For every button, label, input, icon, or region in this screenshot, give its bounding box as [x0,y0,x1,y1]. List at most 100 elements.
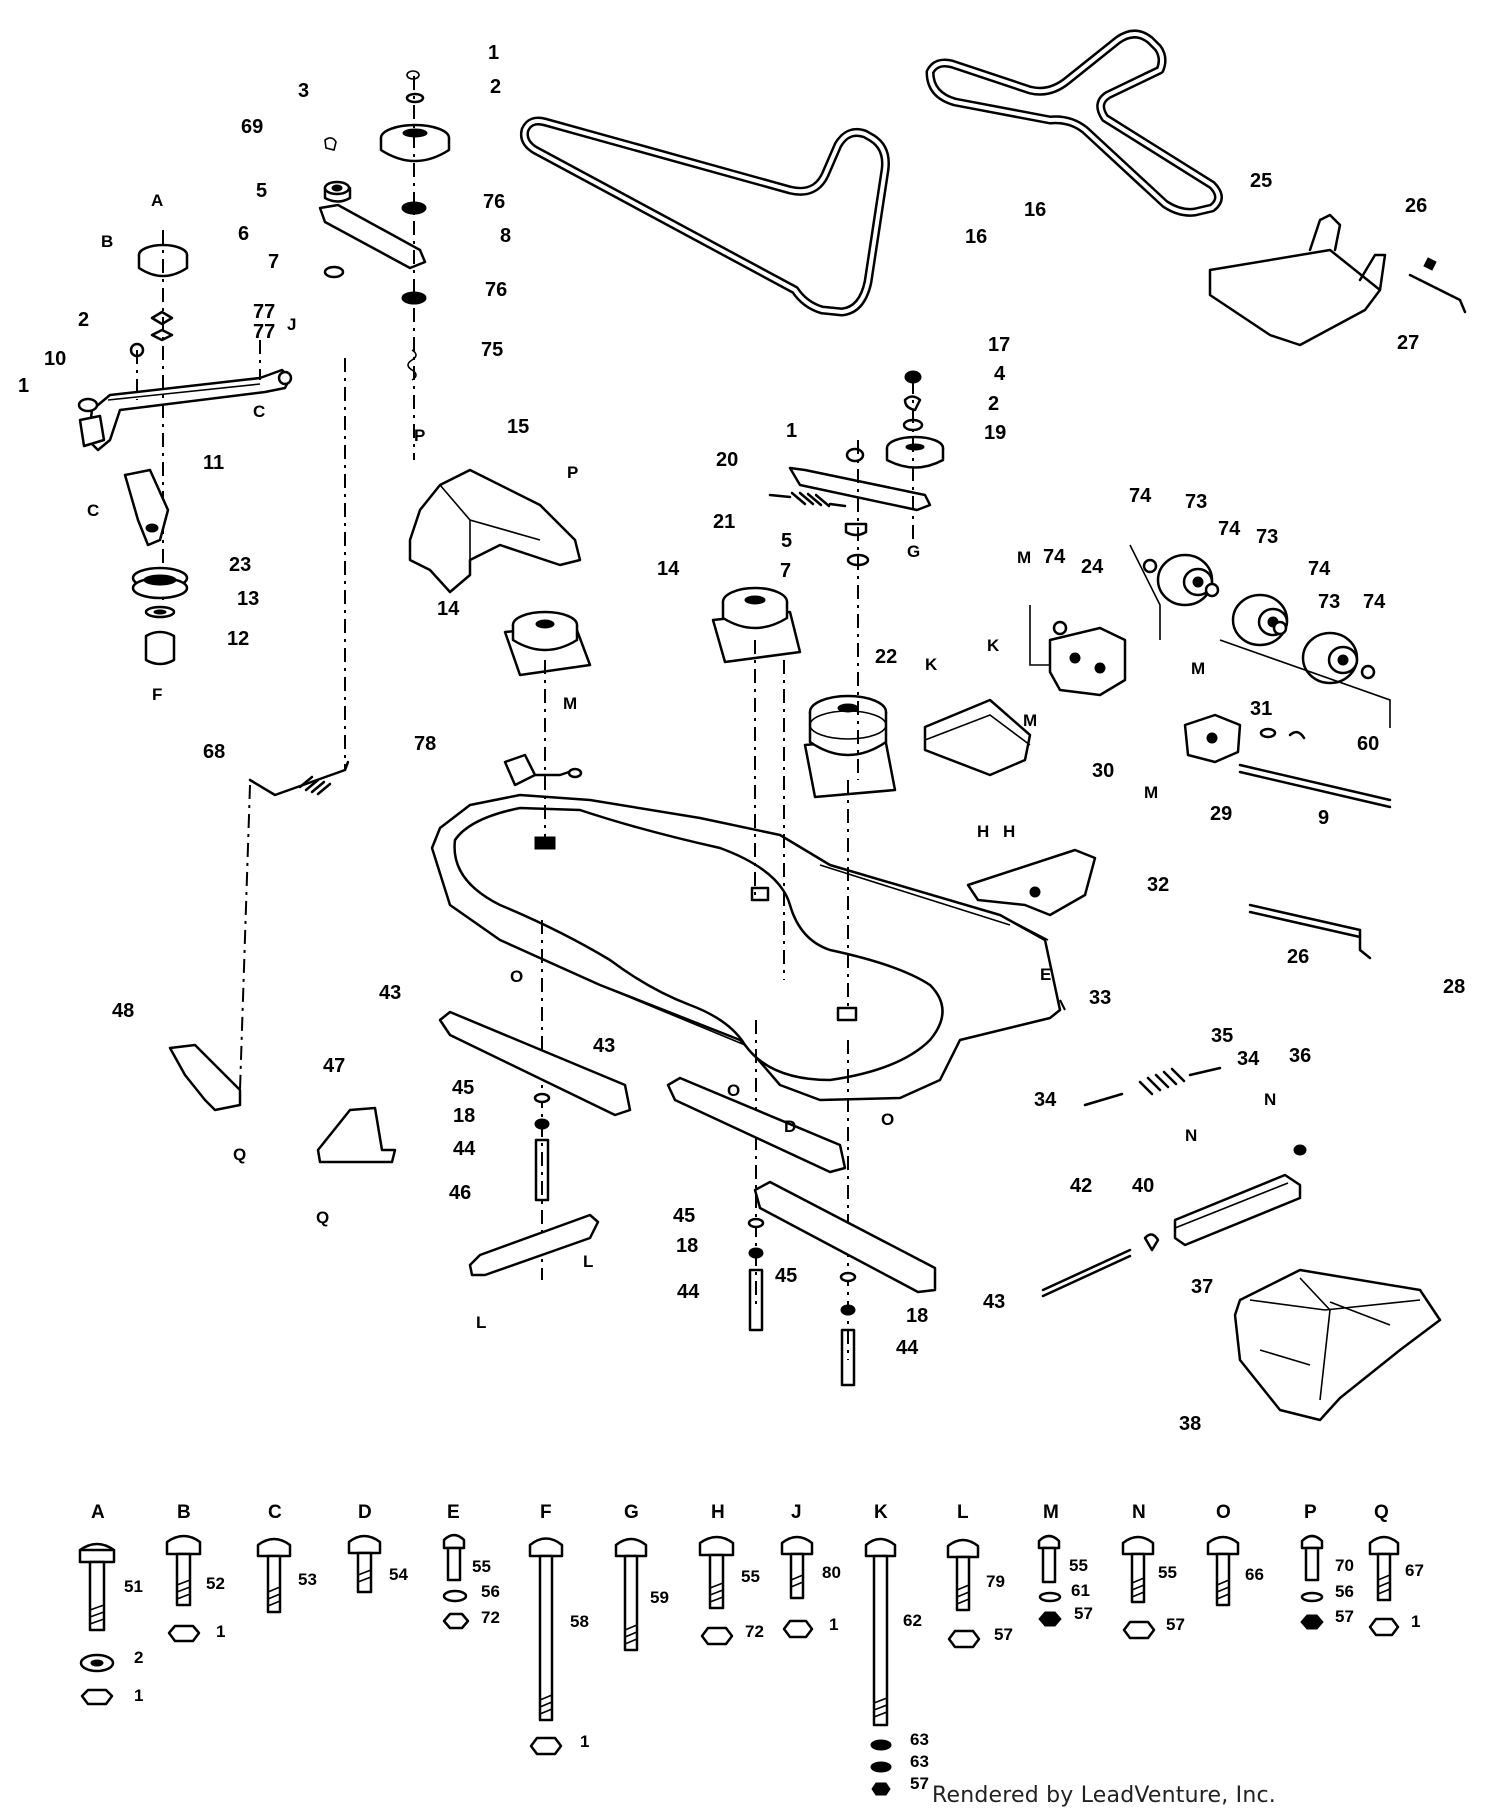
ref-letter-m: M [563,694,577,713]
axle-9 [1238,763,1392,802]
callout-47: 47 [323,1055,345,1077]
washer-31 [1259,727,1277,739]
callout-31: 31 [1250,698,1272,720]
callout-40: 40 [1132,1175,1154,1197]
ref-letter-l: L [583,1252,593,1271]
callout-43: 43 [593,1035,615,1057]
deck-lift-arm-10 [78,368,293,452]
ref-letter-d: D [784,1117,796,1136]
belt-16-right [925,29,1223,217]
callout-45: 45 [673,1205,695,1227]
hardware-bolt-q [1368,1535,1400,1637]
credit-text: Rendered by LeadVenture, Inc. [932,1783,1276,1808]
idler-arm-20 [788,466,932,512]
discharge-chute-38 [1233,1268,1442,1422]
hardware-part-66: 66 [1245,1565,1264,1584]
hardware-part-53: 53 [298,1570,317,1589]
hardware-header-l: L [957,1502,969,1523]
callout-73: 73 [1318,591,1340,613]
hardware-bolt-a [78,1542,116,1706]
ref-letter-e: E [1040,965,1051,984]
bracket-11 [123,468,170,547]
hardware-bolt-p [1300,1534,1324,1630]
spindle-14-left [503,610,592,677]
hardware-bolt-b [165,1534,202,1643]
hardware-part-56: 56 [481,1582,500,1601]
rod-27 [1408,273,1467,314]
hardware-part-57: 57 [1074,1604,1093,1623]
ref-letter-c: C [253,402,265,421]
gauge-wheel-73-c [1301,631,1359,685]
callout-26: 26 [1405,195,1427,217]
spring-35 [1138,1067,1186,1096]
callout-17: 17 [988,334,1010,356]
hardware-part-57: 57 [910,1774,929,1793]
ref-letter-b: B [101,232,113,251]
hardware-part-55: 55 [1158,1563,1177,1582]
hardware-bolt-d [347,1534,382,1594]
callout-26: 26 [1287,946,1309,968]
belt-16-left [520,116,890,317]
callout-14: 14 [657,558,680,580]
callout-6: 6 [238,223,249,245]
callout-36: 36 [1289,1045,1311,1067]
callout-29: 29 [1210,803,1232,825]
hardware-part-1: 1 [216,1622,225,1641]
rod-28 [1248,903,1372,960]
ref-letter-a: A [151,191,163,210]
hardware-part-51: 51 [124,1577,143,1596]
hardware-bolt-m [1037,1534,1062,1627]
callout-38: 38 [1179,1413,1201,1435]
wheel-bracket-24 [1048,626,1127,697]
clip-40 [1143,1233,1160,1252]
ref-letter-m: M [1017,548,1031,567]
hardware-header-c: C [268,1502,282,1523]
rod-42 [1041,1248,1132,1292]
blade-43-right [753,1180,937,1294]
callout-1: 1 [786,420,797,442]
callout-2: 2 [490,76,501,98]
callout-46: 46 [449,1182,471,1204]
bracket-32 [966,848,1097,917]
idler-pulley-19 [885,435,945,469]
ref-letter-m: M [1144,783,1158,802]
ref-letter-m: M [1023,711,1037,730]
hardware-part-62: 62 [903,1611,922,1630]
callout-1: 1 [18,375,29,397]
hardware-part-57: 57 [1335,1607,1354,1626]
hardware-header-b: B [177,1502,191,1523]
hardware-part-55: 55 [741,1567,760,1586]
callout-23: 23 [229,554,251,576]
callout-16: 16 [965,226,987,248]
hardware-part-61: 61 [1071,1581,1090,1600]
ref-letter-f: F [152,685,162,704]
ref-letter-n: N [1185,1126,1197,1145]
hardware-part-55: 55 [472,1557,491,1576]
ref-letter-o: O [727,1081,740,1100]
callout-28: 28 [1443,976,1465,998]
hardware-bolt-c [256,1537,292,1614]
gauge-wheel-73-b [1231,593,1289,647]
ref-letter-j: J [287,315,296,334]
callout-44: 44 [677,1281,700,1303]
ref-letter-n: N [1264,1090,1276,1109]
callout-74: 74 [1043,546,1066,568]
hardware-bolt-g [614,1537,648,1652]
washer-77-b [150,328,174,342]
hardware-part-2: 2 [134,1648,143,1667]
hardware-part-1: 1 [580,1732,589,1751]
hardware-part-80: 80 [822,1563,841,1582]
callout-68: 68 [203,741,225,763]
callout-35: 35 [1211,1025,1233,1047]
callout-30: 30 [1092,760,1114,782]
blade-hardware-right [839,1271,857,1387]
hardware-header-q: Q [1374,1502,1389,1523]
hardware-header-g: G [624,1502,639,1523]
callout-16: 16 [1024,199,1046,221]
ref-letter-k: K [925,655,938,674]
callout-48: 48 [112,1000,134,1022]
spindle-14-center [711,586,802,664]
